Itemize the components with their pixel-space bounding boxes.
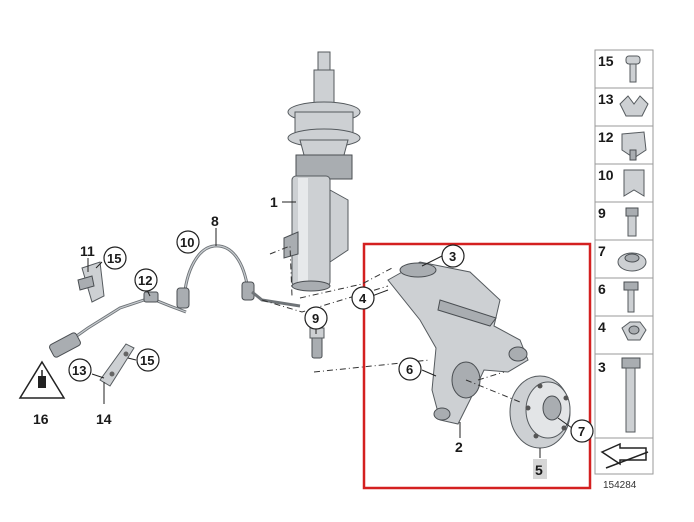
svg-text:7: 7 [598,243,606,259]
panel-item-12[interactable]: 12 [598,129,647,161]
svg-text:10: 10 [598,167,614,183]
label-3: 3 [449,249,456,264]
label-5: 5 [535,462,543,478]
panel-item-4[interactable]: 4 [598,319,647,341]
panel-item-6[interactable]: 6 [598,281,639,313]
holder-14[interactable] [99,343,135,387]
label-13: 13 [72,363,86,378]
svg-text:3: 3 [598,359,606,375]
panel-item-10[interactable]: 10 [598,167,645,197]
svg-text:13: 13 [598,91,614,107]
label-15a: 15 [107,251,121,266]
part-number: 154284 [603,480,637,491]
svg-text:6: 6 [598,281,606,297]
wiring-harness[interactable] [48,291,187,358]
label-8: 8 [211,213,219,229]
panel-item-13[interactable]: 13 [598,91,649,117]
panel-item-7[interactable]: 7 [598,243,647,272]
svg-text:15: 15 [598,53,614,69]
wheel-speed-sensor-cable[interactable] [176,244,301,309]
panel-item-9[interactable]: 9 [598,205,639,237]
label-10: 10 [180,235,194,250]
label-16: 16 [33,411,49,427]
label-7: 7 [578,424,585,439]
label-2: 2 [455,439,463,455]
shock-absorber-strut[interactable] [283,51,361,292]
label-12: 12 [138,273,152,288]
orientation-arrow-icon [600,442,649,469]
label-9: 9 [312,311,319,326]
label-1: 1 [270,194,278,210]
label-6: 6 [406,362,413,377]
wheel-hub[interactable] [509,375,571,449]
svg-text:9: 9 [598,205,606,221]
svg-text:12: 12 [598,129,614,145]
wheel-speed-sensor-9[interactable] [309,327,325,359]
label-4: 4 [359,291,367,306]
side-panel: 15 13 12 10 9 7 [594,49,654,475]
label-5-highlight [533,459,547,479]
panel-item-15[interactable]: 15 [598,53,641,83]
assembly-lines [261,245,521,403]
highlight-frame [362,242,592,490]
bracket-11[interactable] [77,261,105,303]
svg-text:4: 4 [598,319,606,335]
label-11: 11 [80,243,95,259]
warning-triangle-16[interactable] [18,360,66,399]
leader-lines [87,201,573,458]
panel-item-3[interactable]: 3 [598,357,641,433]
label-14: 14 [96,411,112,427]
label-15b: 15 [140,353,154,368]
steering-knuckle[interactable] [387,261,529,425]
